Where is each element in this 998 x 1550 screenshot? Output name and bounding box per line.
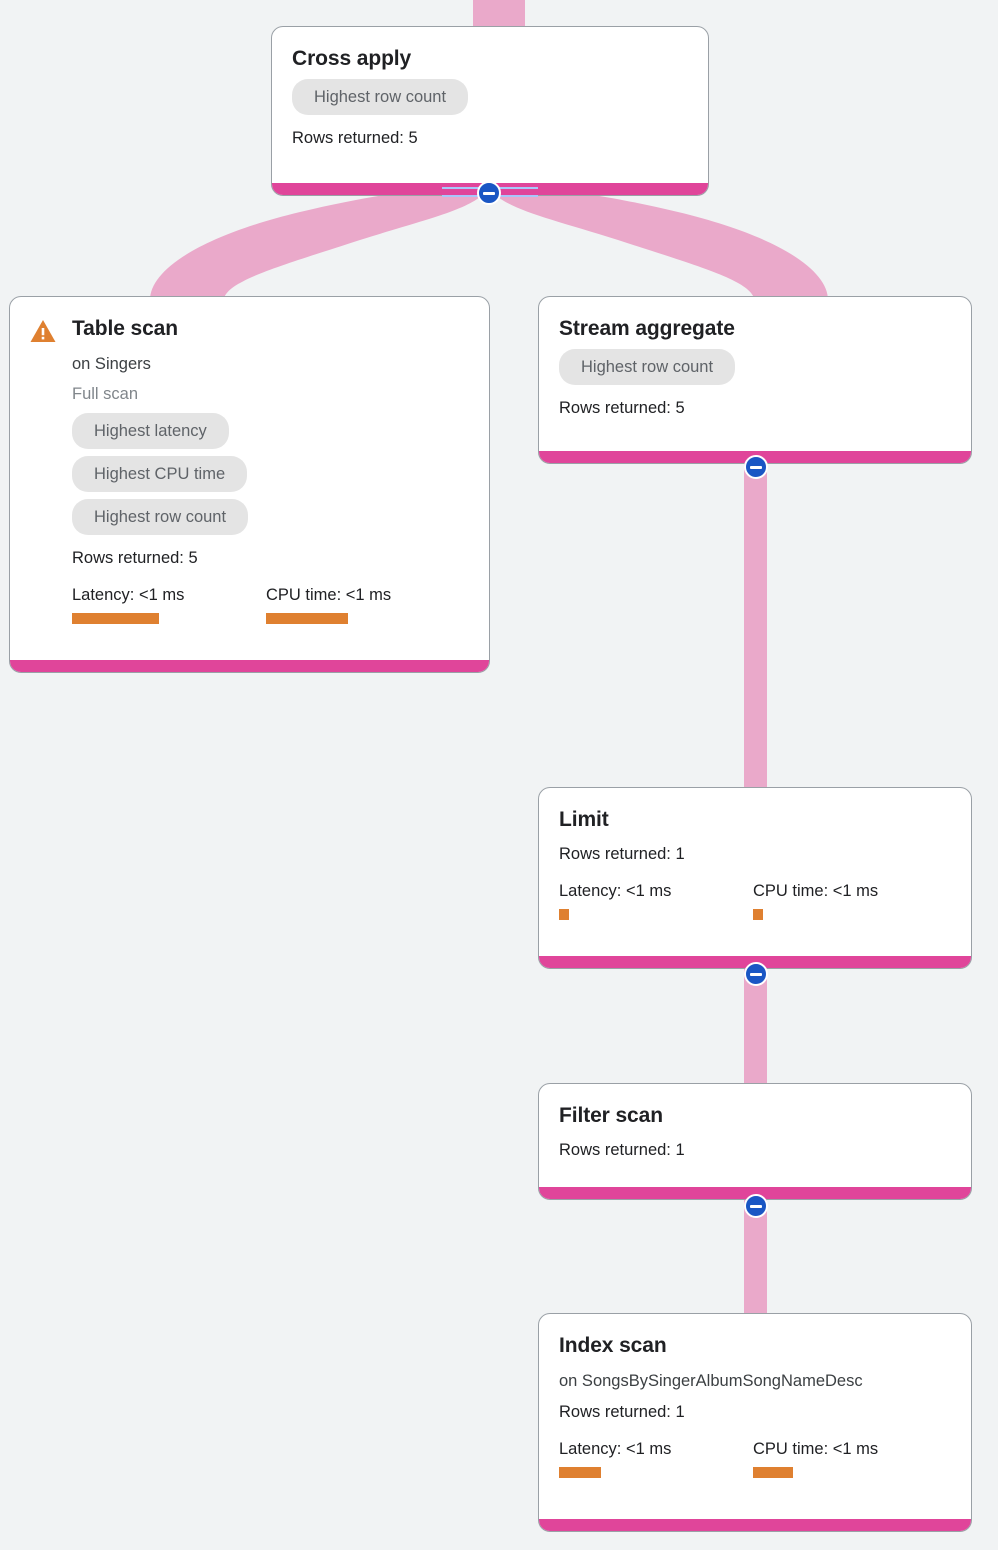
rows-returned: Rows returned: 5 [72, 549, 198, 567]
toggle-filter-scan[interactable] [744, 1194, 768, 1218]
edge-stream-aggregate-to-limit [744, 462, 767, 792]
node-content: Stream aggregate Highest row count Rows … [559, 315, 951, 422]
metric-cpu-time: CPU time: <1 ms [753, 880, 947, 920]
node-chips: Highest latency Highest CPU time Highest… [72, 413, 469, 542]
node-metrics: Latency: <1 ms CPU time: <1 ms [559, 1438, 951, 1478]
metric-latency-bar [559, 909, 569, 920]
rows-returned: Rows returned: 5 [559, 399, 685, 417]
node-subtitle-table: on Singers [72, 355, 151, 373]
rows-returned: Rows returned: 1 [559, 1403, 685, 1421]
node-title: Filter scan [559, 1104, 663, 1127]
node-body: Cross apply Highest row count Rows retur… [272, 27, 708, 183]
metric-latency-bar [72, 613, 159, 624]
node-title: Cross apply [292, 47, 412, 70]
node-chips: Highest row count [559, 349, 951, 392]
rows-returned: Rows returned: 5 [292, 129, 418, 147]
badge-highest-latency: Highest latency [72, 413, 229, 449]
metric-cpu-time-label: CPU time: <1 ms [753, 1440, 879, 1458]
warning-slot [30, 315, 72, 343]
metric-latency: Latency: <1 ms [559, 880, 753, 920]
edge-into-cross-apply [473, 0, 525, 28]
node-filter-scan[interactable]: Filter scan Rows returned: 1 [538, 1083, 972, 1200]
metric-cpu-time-label: CPU time: <1 ms [753, 882, 879, 900]
node-body: Filter scan Rows returned: 1 [539, 1084, 971, 1187]
node-metrics: Latency: <1 ms CPU time: <1 ms [559, 880, 951, 920]
metric-cpu-time-bar [266, 613, 348, 624]
node-table-scan[interactable]: Table scan on Singers Full scan Highest … [9, 296, 490, 673]
edge-cross-apply-to-stream-aggregate [490, 186, 828, 300]
metric-cpu-time-label: CPU time: <1 ms [266, 586, 392, 604]
rows-returned: Rows returned: 1 [559, 1141, 685, 1159]
node-body: Table scan on Singers Full scan Highest … [10, 297, 489, 660]
node-title: Stream aggregate [559, 317, 735, 340]
badge-highest-cpu-time: Highest CPU time [72, 456, 248, 492]
edge-cross-apply-to-table-scan [150, 186, 488, 300]
metric-latency-bar [559, 1467, 601, 1478]
toggle-stream-aggregate[interactable] [744, 455, 768, 479]
node-body: Index scan on SongsBySingerAlbumSongName… [539, 1314, 971, 1519]
node-title: Table scan [72, 317, 178, 340]
badge-highest-row-count: Highest row count [292, 79, 469, 115]
metric-latency: Latency: <1 ms [559, 1438, 753, 1478]
metric-cpu-time-bar [753, 1467, 793, 1478]
node-content: Cross apply Highest row count Rows retur… [292, 45, 688, 152]
node-index-scan[interactable]: Index scan on SongsBySingerAlbumSongName… [538, 1313, 972, 1532]
node-title: Limit [559, 808, 609, 831]
node-body: Stream aggregate Highest row count Rows … [539, 297, 971, 451]
node-footer-bar [539, 1519, 971, 1531]
node-metrics: Latency: <1 ms CPU time: <1 ms [72, 584, 469, 624]
metric-cpu-time-bar [753, 909, 763, 920]
node-content: Index scan on SongsBySingerAlbumSongName… [559, 1332, 951, 1478]
node-content: Filter scan Rows returned: 1 [559, 1102, 951, 1164]
metric-latency-label: Latency: <1 ms [559, 1440, 672, 1458]
metric-cpu-time: CPU time: <1 ms [753, 1438, 947, 1478]
badge-highest-row-count: Highest row count [559, 349, 736, 385]
metric-cpu-time: CPU time: <1 ms [266, 584, 460, 624]
metric-latency-label: Latency: <1 ms [559, 882, 672, 900]
node-cross-apply[interactable]: Cross apply Highest row count Rows retur… [271, 26, 709, 196]
node-footer-bar [10, 660, 489, 672]
toggle-cross-apply[interactable] [477, 181, 501, 205]
node-stream-aggregate[interactable]: Stream aggregate Highest row count Rows … [538, 296, 972, 464]
metric-latency-label: Latency: <1 ms [72, 586, 185, 604]
node-footer-bar [539, 1187, 971, 1199]
node-chips: Highest row count [292, 79, 688, 122]
node-title: Index scan [559, 1334, 667, 1357]
metric-latency: Latency: <1 ms [72, 584, 266, 624]
node-content: Limit Rows returned: 1 Latency: <1 ms CP… [559, 806, 951, 920]
node-subtitle-index: on SongsBySingerAlbumSongNameDesc [559, 1372, 863, 1390]
rows-returned: Rows returned: 1 [559, 845, 685, 863]
node-content: Table scan on Singers Full scan Highest … [72, 315, 469, 624]
warning-triangle-icon [30, 320, 56, 342]
node-body: Limit Rows returned: 1 Latency: <1 ms CP… [539, 788, 971, 956]
toggle-limit[interactable] [744, 962, 768, 986]
node-limit[interactable]: Limit Rows returned: 1 Latency: <1 ms CP… [538, 787, 972, 969]
node-subtitle-scantype: Full scan [72, 385, 139, 403]
badge-highest-row-count: Highest row count [72, 499, 249, 535]
